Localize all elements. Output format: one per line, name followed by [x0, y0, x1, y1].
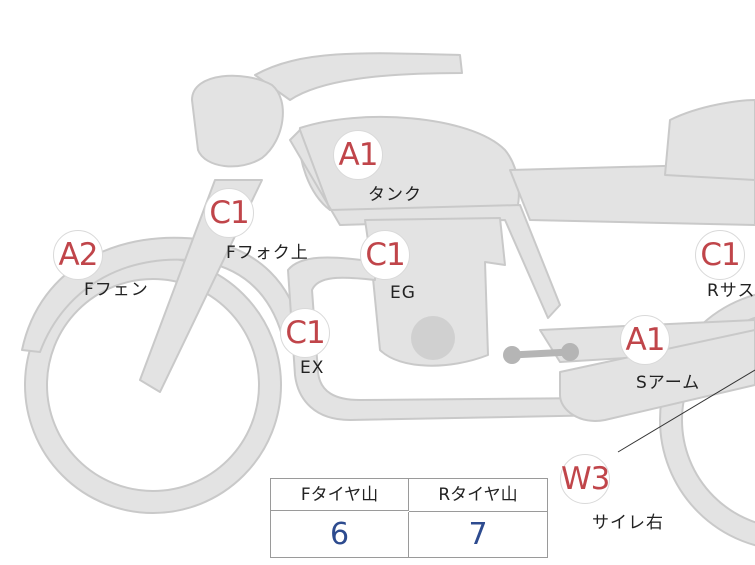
rear-tire-header: Rタイヤ山 — [409, 479, 547, 512]
footpeg-left — [503, 346, 521, 364]
engine-cover — [411, 316, 455, 360]
handlebar — [254, 52, 463, 101]
rear-cowl — [664, 99, 755, 181]
front-tire-header: Fタイヤ山 — [271, 479, 409, 511]
part-label-exhaust: EX — [300, 358, 325, 378]
part-label-rear-sus: Rサス — [707, 281, 755, 301]
headlight — [191, 74, 284, 168]
part-label-front-fender: Fフェン — [84, 280, 149, 300]
footpeg-right — [561, 343, 579, 361]
part-label-engine: EG — [390, 283, 416, 303]
part-label-fork-upper: Fフォク上 — [226, 243, 309, 263]
part-code-front-fender: A2 — [53, 230, 103, 280]
frame — [289, 129, 561, 319]
tire-tread-table: Fタイヤ山 Rタイヤ山 6 7 — [270, 478, 548, 558]
muffler — [559, 329, 755, 422]
part-code-tank: A1 — [333, 130, 383, 180]
part-code-exhaust: C1 — [280, 308, 330, 358]
front-tire-value: 6 — [271, 512, 409, 557]
muffler-pointer-line — [617, 369, 755, 453]
part-label-tank: タンク — [368, 185, 422, 205]
rear-tire-value: 7 — [468, 517, 488, 552]
part-code-fork-upper: C1 — [204, 188, 254, 238]
part-code-engine: C1 — [360, 230, 410, 280]
part-code-rear-sus: C1 — [695, 230, 745, 280]
part-label-muffler-right: サイレ右 — [592, 513, 664, 533]
part-code-swing-arm: A1 — [620, 315, 670, 365]
part-label-swing-arm: Sアーム — [636, 373, 701, 393]
footpeg-bar — [508, 348, 574, 359]
part-code-muffler-right: W3 — [560, 454, 610, 504]
